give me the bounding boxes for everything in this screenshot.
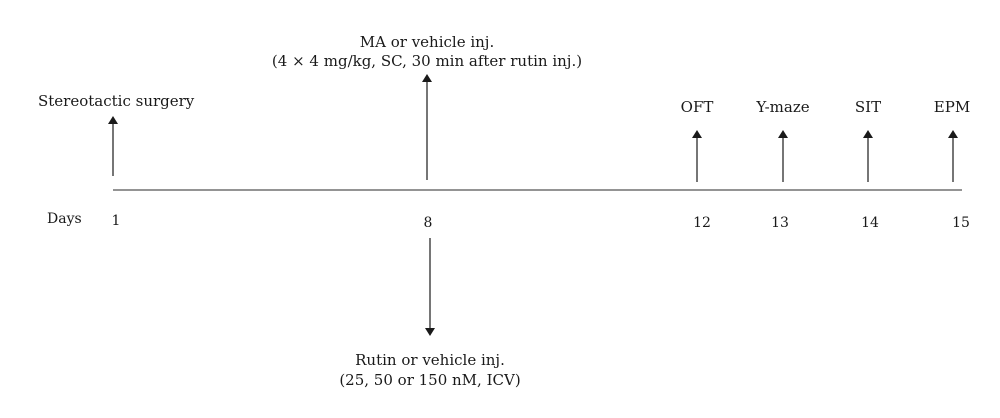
- oft-label: OFT: [680, 98, 714, 116]
- epm-label: EPM: [933, 98, 971, 116]
- days-axis-label: Days: [47, 211, 82, 227]
- day-tick-label: 14: [861, 215, 879, 231]
- day-tick-label: 1: [111, 213, 121, 229]
- ma-injection-label: MA or vehicle inj.: [359, 33, 495, 51]
- day-tick-label: 13: [771, 215, 789, 231]
- ymaze-label: Y-maze: [756, 98, 810, 116]
- ma-injection-detail: (4 × 4 mg/kg, SC, 30 min after rutin inj…: [271, 52, 583, 70]
- surgery-label: Stereotactic surgery: [38, 92, 195, 110]
- day-tick-label: 15: [952, 215, 970, 231]
- sit-label: SIT: [854, 98, 882, 116]
- day-tick-label: 12: [693, 215, 711, 231]
- day-tick-label: 8: [423, 215, 433, 231]
- rutin-injection-label: Rutin or vehicle inj.: [355, 351, 505, 369]
- rutin-injection-detail: (25, 50 or 150 nM, ICV): [339, 371, 521, 389]
